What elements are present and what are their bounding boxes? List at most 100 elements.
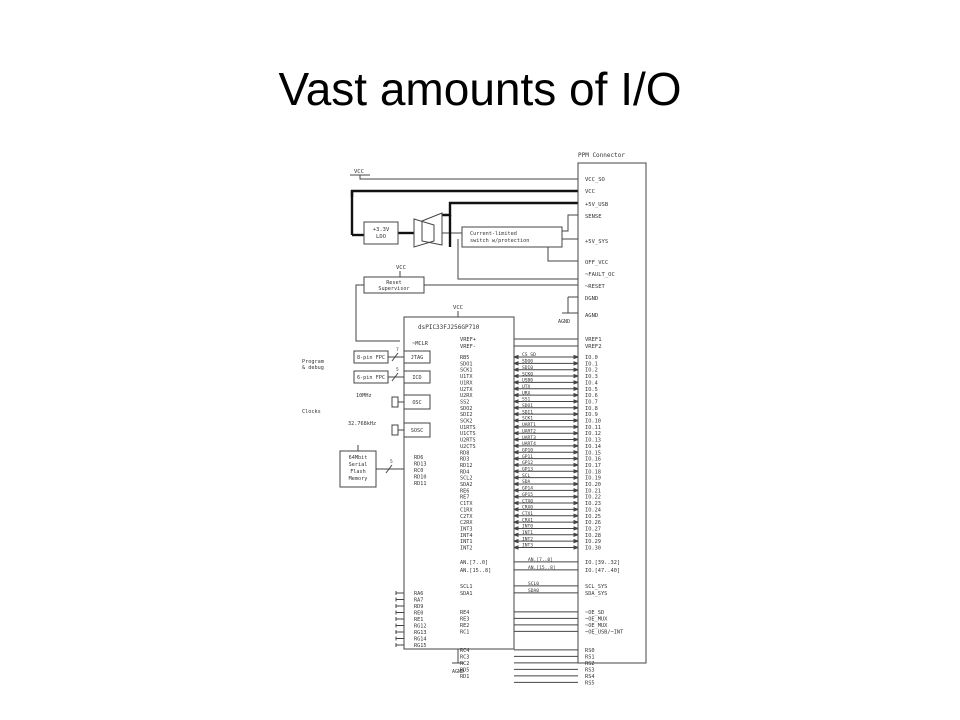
reset-label: Supervisor [378, 286, 409, 292]
mcu-pin-an: AN.[15..8] [460, 568, 491, 574]
bus-label: AN.[7..0] [528, 557, 553, 563]
connector-signal: VREF1 [585, 337, 602, 343]
mcu-pin: RC4 [460, 648, 469, 654]
connector-signal: ~OE_MUX [585, 616, 608, 622]
power-wires [350, 189, 578, 247]
arrow-head [573, 513, 580, 518]
jtag-label: JTAG [411, 355, 424, 361]
bus-label: SDA [522, 479, 531, 485]
bus-label: URX [522, 390, 531, 396]
wire-fault-oc [457, 239, 578, 280]
mcu-pin: SCK1 [460, 368, 473, 374]
bus-label: CRX1 [522, 517, 533, 523]
connector-signal: IO.23 [585, 501, 601, 507]
arrow-head [512, 488, 519, 493]
bus-label: UART3 [522, 435, 536, 441]
bus-slash [385, 464, 393, 474]
connector-signal: IO.13 [585, 438, 601, 444]
connector-signal: ~RESET [585, 284, 606, 290]
arrow-head [573, 443, 580, 449]
connector-signal: IO.24 [585, 507, 601, 513]
flash-label: Memory [349, 476, 368, 482]
connector-signal: +5V_USB [585, 202, 609, 208]
vcc-reset-label: VCC [396, 265, 406, 271]
mcu-port-pin: RA6 [414, 591, 423, 597]
arrow-head [573, 532, 580, 538]
mcu-pin: INT1 [460, 539, 473, 545]
bus-label: GP13 [522, 467, 533, 473]
mcu-pin: INT4 [460, 533, 473, 539]
arrow-head [512, 437, 519, 442]
connector-signal: IO.7 [585, 399, 598, 405]
freq-sub-label: 32.768kHz [348, 421, 376, 427]
mcu-pin-mclr: ~MCLR [412, 341, 429, 347]
connector-signal: IO.6 [585, 393, 598, 399]
agnd-label: AGND [558, 319, 570, 325]
wire-vcc-so [359, 175, 572, 180]
mcu-pin: RD12 [460, 463, 473, 469]
bus-label: AN.[15..8] [528, 565, 556, 571]
bus-label: SDO0 [522, 359, 533, 365]
arrow-head [573, 373, 580, 379]
mcu-port-pin: RG15 [414, 643, 427, 649]
arrow-head [512, 513, 519, 518]
connector-signal: IO.25 [585, 514, 601, 520]
mcu-pin: C1RX [460, 507, 473, 513]
mcu-pin: SDI2 [460, 412, 473, 418]
arrow-head [573, 500, 580, 506]
arrow-head [573, 405, 580, 411]
bus-label: INT3 [522, 543, 533, 549]
current-limit-switch-box [461, 226, 563, 248]
wire-off-vcc [547, 247, 578, 262]
schematic-diagram: PPM ConnectorVCC_SOVCC+5V_USBSENSE+5V_SY… [302, 152, 647, 686]
mcu-io-left-pin: RD10 [414, 475, 427, 481]
arrow-head [573, 450, 580, 455]
flash-label: Serial [349, 462, 368, 468]
program-debug-label: & debug [302, 365, 324, 371]
mcu-pin: RD4 [460, 469, 469, 475]
arrow-head [573, 488, 580, 493]
bus-label: GP11 [522, 454, 533, 460]
arrow-head [512, 507, 519, 512]
arrow-head [512, 430, 519, 436]
connector-signal: IO.26 [585, 520, 601, 526]
connector-signal: IO.0 [585, 355, 598, 361]
ldo-box [363, 221, 399, 245]
reset-label: Reset [386, 280, 402, 286]
arrow-head [512, 475, 519, 480]
connector-signal: IO.11 [585, 425, 601, 431]
connector-signal: IO.4 [585, 380, 598, 386]
bus-label: UART1 [522, 422, 536, 428]
mcu-pin: RE2 [460, 623, 469, 629]
bus-label: CTX0 [522, 498, 533, 504]
bus-label: UART4 [522, 441, 536, 447]
connector-signal: IO.2 [585, 368, 598, 374]
connector-signal: IO.21 [585, 488, 601, 494]
schematic-labels: PPM ConnectorVCC_SOVCC+5V_USBSENSE+5V_SY… [302, 152, 625, 686]
arrow-head [573, 424, 580, 430]
arrow-head [512, 456, 519, 461]
bus-width: 7 [396, 347, 399, 353]
reset-supervisor-box [363, 276, 425, 294]
switch-symbol [421, 212, 443, 246]
arrow-head [512, 545, 519, 550]
arrow-head [512, 450, 519, 455]
connector-signal: VCC_SO [585, 177, 605, 183]
mcu-pin: C2RX [460, 520, 473, 526]
connector-signal: RS3 [585, 667, 595, 673]
connector-signal: +5V_SYS [585, 239, 608, 245]
connector-signal: VREF2 [585, 344, 602, 350]
fpc8-box [353, 350, 389, 364]
bus-label: CTX1 [522, 511, 533, 517]
slide-title: Vast amounts of I/O [278, 63, 682, 115]
connector-signal: DGND [585, 296, 598, 302]
bus-label: INT1 [522, 530, 533, 536]
schematic-wires [350, 169, 621, 683]
mcu-pin: RC1 [460, 629, 469, 635]
arrow-head [573, 380, 580, 385]
bus-label: SCK1 [522, 416, 533, 422]
crystal-sub [391, 424, 399, 436]
mcu-pin: U1RTS [460, 425, 476, 431]
mcu-io-left-pin: RC0 [414, 468, 423, 474]
arrow-head [512, 424, 519, 430]
